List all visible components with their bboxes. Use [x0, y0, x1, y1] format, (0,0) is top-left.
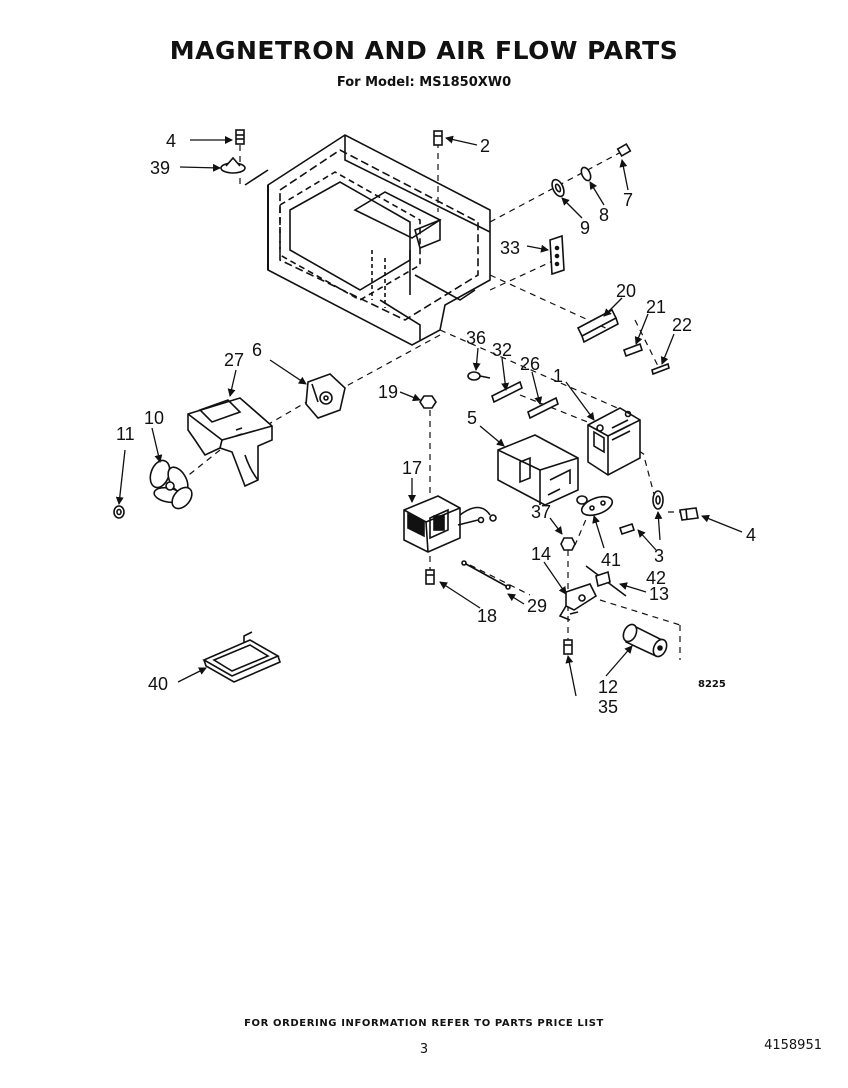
- callout-17: 17: [402, 458, 422, 478]
- magnetron-part-1: [587, 407, 641, 476]
- callout-21: 21: [646, 297, 666, 317]
- waveguide-part-5: [497, 434, 579, 506]
- strap-part-32: [491, 380, 523, 404]
- callout-1: 1: [553, 366, 563, 386]
- callout-11: 11: [116, 424, 135, 444]
- screw-part-7: [616, 142, 632, 158]
- callout-leaders: [115, 135, 743, 697]
- callout-20: 20: [616, 281, 636, 301]
- screw-part-35: [563, 639, 573, 655]
- callout-10: 10: [144, 408, 164, 428]
- bracket-part-33: [549, 234, 565, 276]
- page-number: 3: [419, 1042, 429, 1057]
- document-number: 4158951: [764, 1038, 822, 1053]
- washer-part-8: [580, 166, 592, 182]
- transformer-part-17: [403, 495, 497, 553]
- callout-2: 2: [480, 136, 490, 156]
- callout-36: 36: [466, 328, 486, 348]
- switch-bracket-part-20: [576, 308, 619, 344]
- nut-part-37: [560, 537, 576, 551]
- nut-part-19: [419, 395, 437, 409]
- nut-part-11: [113, 505, 125, 519]
- callout-14: 14: [531, 544, 551, 564]
- callout-41: 41: [601, 550, 621, 570]
- callout-40: 40: [148, 674, 168, 694]
- callout-39: 39: [150, 158, 170, 178]
- screw-part-36: [467, 371, 491, 381]
- callout-33: 33: [500, 238, 520, 258]
- diode-part-13: [585, 565, 627, 597]
- callout-12: 12: [598, 677, 618, 697]
- callout-7: 7: [623, 190, 633, 210]
- callout-13: 13: [649, 584, 669, 604]
- pin-part-21: [622, 342, 644, 358]
- diagram-code: 8225: [698, 679, 726, 690]
- cover-part-40: [202, 631, 281, 683]
- callout-5: 5: [467, 408, 477, 428]
- thermal-protector-part-41: [576, 495, 614, 517]
- pin-part-22: [651, 362, 670, 376]
- callout-29: 29: [527, 596, 547, 616]
- callout-27: 27: [224, 350, 244, 370]
- callout-19: 19: [378, 382, 398, 402]
- callout-4-top: 4: [166, 131, 176, 151]
- ordering-note: FOR ORDERING INFORMATION REFER TO PARTS …: [244, 1018, 604, 1029]
- callout-32: 32: [492, 340, 512, 360]
- screw-part-2: [433, 130, 443, 146]
- capacitor-part-12: [622, 623, 668, 658]
- wire-part-29: [461, 560, 511, 590]
- callout-26: 26: [520, 354, 540, 374]
- screw-part-4-right: [679, 507, 699, 521]
- callout-6: 6: [252, 340, 262, 360]
- callout-9: 9: [580, 218, 590, 238]
- screw-part-18: [425, 569, 435, 585]
- nut-part-9: [551, 178, 565, 198]
- model-subtitle: For Model: MS1850XW0: [336, 75, 512, 90]
- screw-part-4-top: [235, 129, 245, 145]
- screw-part-42: [618, 522, 636, 536]
- callout-18: 18: [477, 606, 497, 626]
- callout-37: 37: [531, 502, 551, 522]
- washer-part-3: [652, 490, 664, 510]
- cabinet-frame: [244, 134, 491, 346]
- callout-22: 22: [672, 315, 692, 335]
- callout-3: 3: [654, 546, 664, 566]
- callout-4-right: 4: [746, 525, 756, 545]
- callout-35: 35: [598, 697, 618, 717]
- air-guide-part-27: [187, 397, 273, 488]
- fan-motor-part-6: [305, 373, 346, 419]
- page-title: MAGNETRON AND AIR FLOW PARTS: [169, 36, 679, 65]
- capacitor-bracket-part-14: [558, 583, 598, 621]
- strap-part-26: [527, 396, 559, 420]
- washer-part-39: [220, 156, 246, 174]
- fan-blade-part-10: [149, 459, 193, 510]
- callout-42: 42: [646, 568, 666, 588]
- callout-8: 8: [599, 205, 609, 225]
